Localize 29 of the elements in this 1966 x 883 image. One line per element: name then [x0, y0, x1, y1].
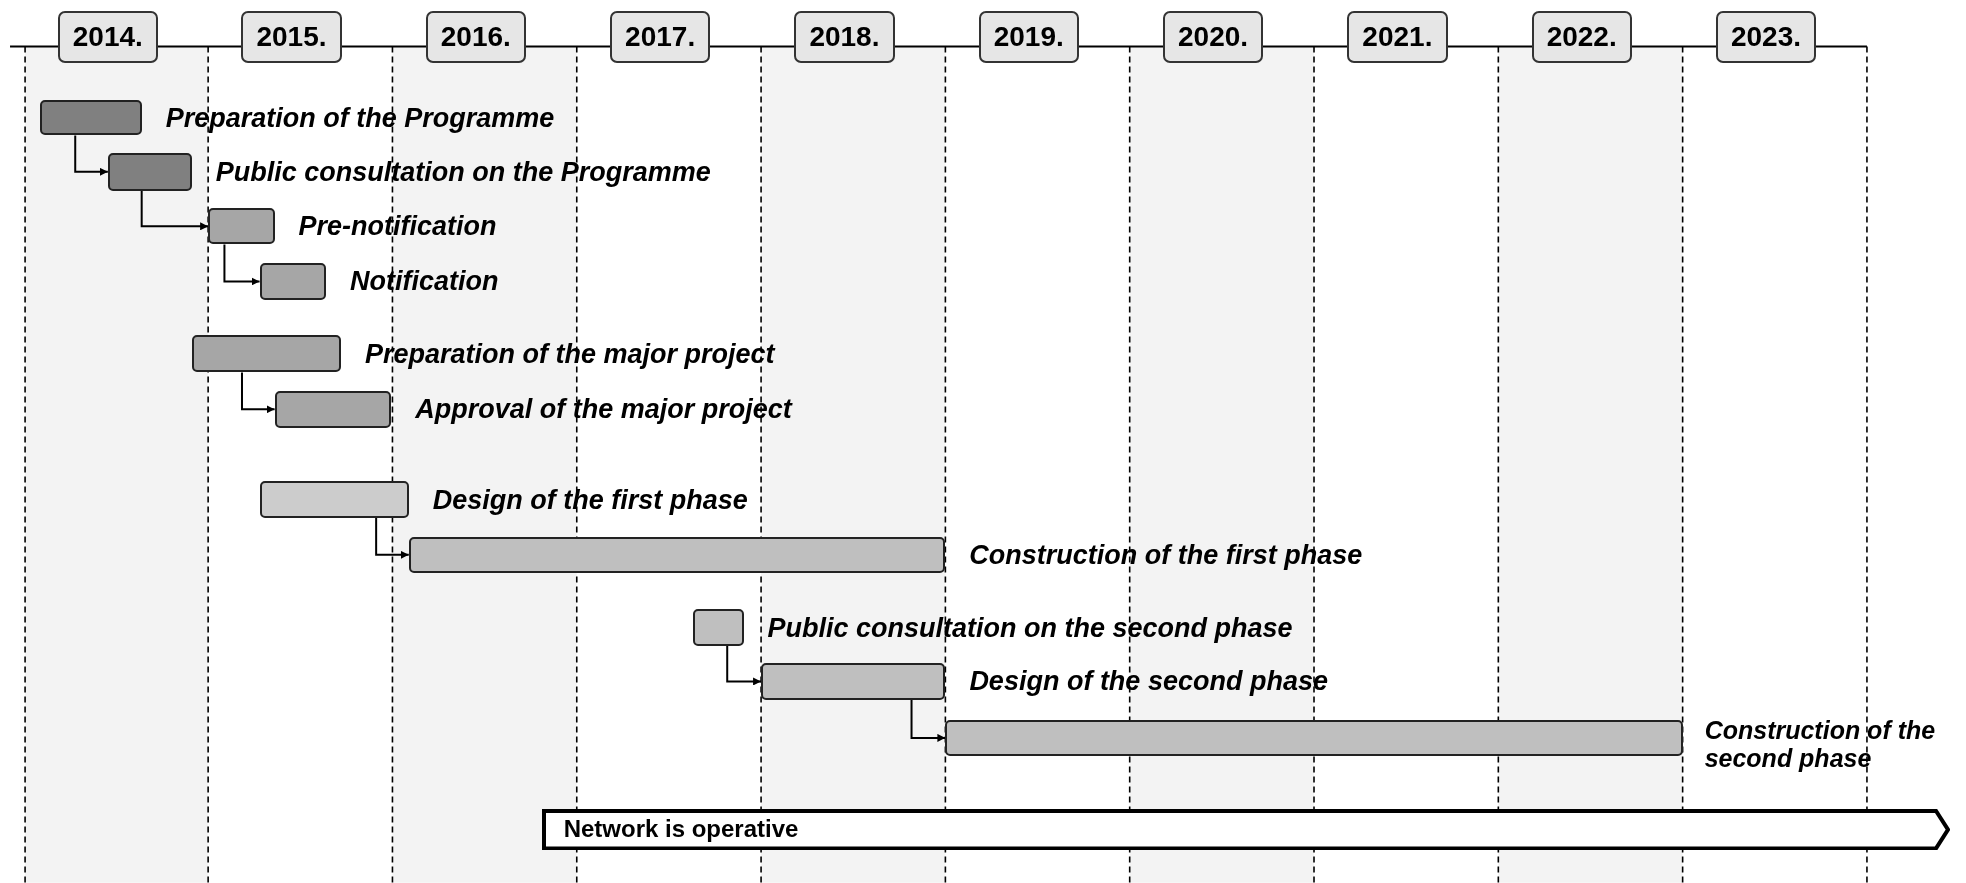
arrow-label: Network is operative: [563, 815, 799, 844]
year-tab: 2020.: [1162, 11, 1264, 63]
year-tab: 2017.: [610, 11, 711, 63]
year-tab: 2015.: [241, 11, 342, 63]
arrow: [140, 189, 210, 231]
year-tab: 2016.: [425, 11, 526, 63]
task-label: Public consultation on the Programme: [215, 156, 711, 187]
arrow: [74, 134, 109, 176]
year-tab: 2021.: [1347, 11, 1448, 63]
task-label: Construction of the second phase: [1704, 715, 1937, 772]
task-label: Approval of the major project: [415, 394, 792, 425]
year-tab: 2023.: [1715, 11, 1817, 63]
task-label: Construction of the first phase: [969, 539, 1363, 570]
task-label: Pre-notification: [298, 211, 497, 242]
task-label: Preparation of the major project: [365, 338, 775, 369]
task-label: Design of the first phase: [432, 484, 748, 515]
task-label: Public consultation on the second phase: [767, 612, 1293, 643]
task-label: Design of the second phase: [969, 666, 1328, 697]
arrow: [726, 644, 763, 686]
year-tab: 2014.: [57, 11, 158, 63]
arrow: [375, 516, 410, 559]
year-tab: 2019.: [978, 11, 1079, 63]
task-label: Preparation of the Programme: [165, 102, 555, 133]
year-tab: 2022.: [1531, 11, 1632, 63]
arrow: [241, 371, 276, 414]
task-label: Notification: [349, 266, 499, 297]
arrow: [910, 698, 947, 742]
year-tab: 2018.: [794, 11, 895, 63]
arrow: [223, 243, 261, 286]
